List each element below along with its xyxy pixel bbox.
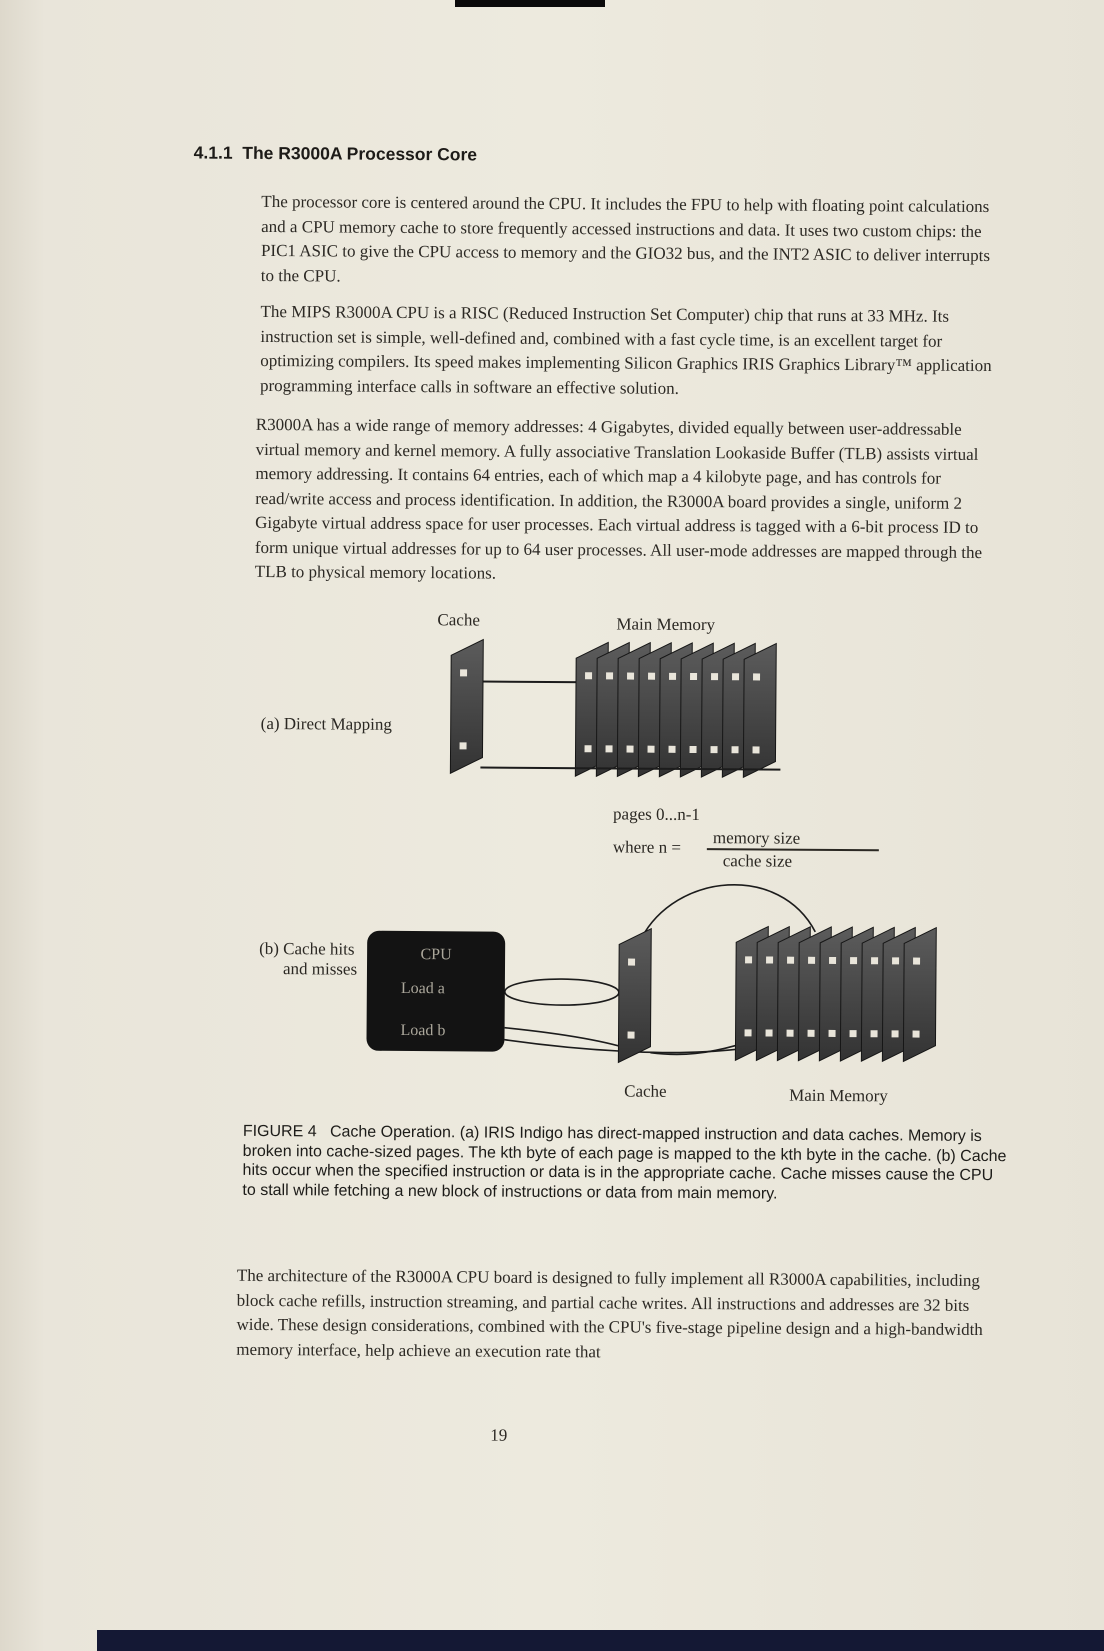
where-n-label: where n = — [612, 837, 682, 857]
main-memory-stack-b — [734, 925, 937, 1063]
main-memory-label-top: Main Memory — [616, 614, 716, 635]
memory-page — [902, 926, 937, 1063]
body-paragraph-3: R3000A has a wide range of memory addres… — [254, 414, 983, 583]
miss-line-3 — [650, 1044, 737, 1056]
fraction-numerator: memory size — [706, 828, 879, 852]
direct-mapping-label: (a) Direct Mapping — [260, 713, 393, 734]
main-memory-label-bottom: Main Memory — [789, 1085, 888, 1106]
cache-page-shape-a — [449, 638, 484, 775]
main-memory-stack-a — [574, 641, 777, 779]
cache-label-top: Cache — [437, 610, 480, 630]
cpu-load-b-label: Load b — [401, 1022, 446, 1039]
cache-label-bottom: Cache — [624, 1081, 667, 1101]
figure-caption: FIGURE 4 Cache Operation. (a) IRIS Indig… — [242, 1122, 1011, 1203]
mapping-line-top — [480, 680, 588, 684]
mapping-line-bottom — [480, 766, 781, 771]
direct-mapping-diagram — [449, 638, 781, 779]
fraction: memory size cache size — [706, 828, 879, 871]
cache-hits-misses-diagram: CPU Load a Load b — [366, 884, 937, 1064]
scan-edge-bottom — [97, 1630, 1104, 1651]
cache-page-shape-b — [617, 927, 652, 1064]
cpu-label: CPU — [420, 946, 452, 963]
cpu-load-a-label: Load a — [401, 980, 445, 997]
cache-operation-diagram: CPU Load a Load b — [366, 638, 937, 1064]
body-paragraph-1: The processor core is centered around th… — [260, 191, 991, 286]
section-heading: 4.1.1 The R3000A Processor Core — [193, 142, 478, 165]
hit-loop — [504, 978, 620, 1006]
page-number: 19 — [490, 1425, 508, 1445]
pages-label: pages 0...n-1 — [613, 804, 701, 825]
cpu-box — [366, 930, 506, 1052]
body-paragraph-4: The architecture of the R3000A CPU board… — [236, 1265, 983, 1361]
cache-hits-misses-label: (b) Cache hits and misses — [259, 938, 358, 979]
fetch-arc — [640, 884, 816, 939]
body-paragraph-2: The MIPS R3000A CPU is a RISC (Reduced I… — [260, 301, 992, 398]
fraction-denominator: cache size — [722, 851, 793, 871]
memory-page — [742, 642, 777, 779]
scan-artifact-top — [455, 0, 605, 7]
